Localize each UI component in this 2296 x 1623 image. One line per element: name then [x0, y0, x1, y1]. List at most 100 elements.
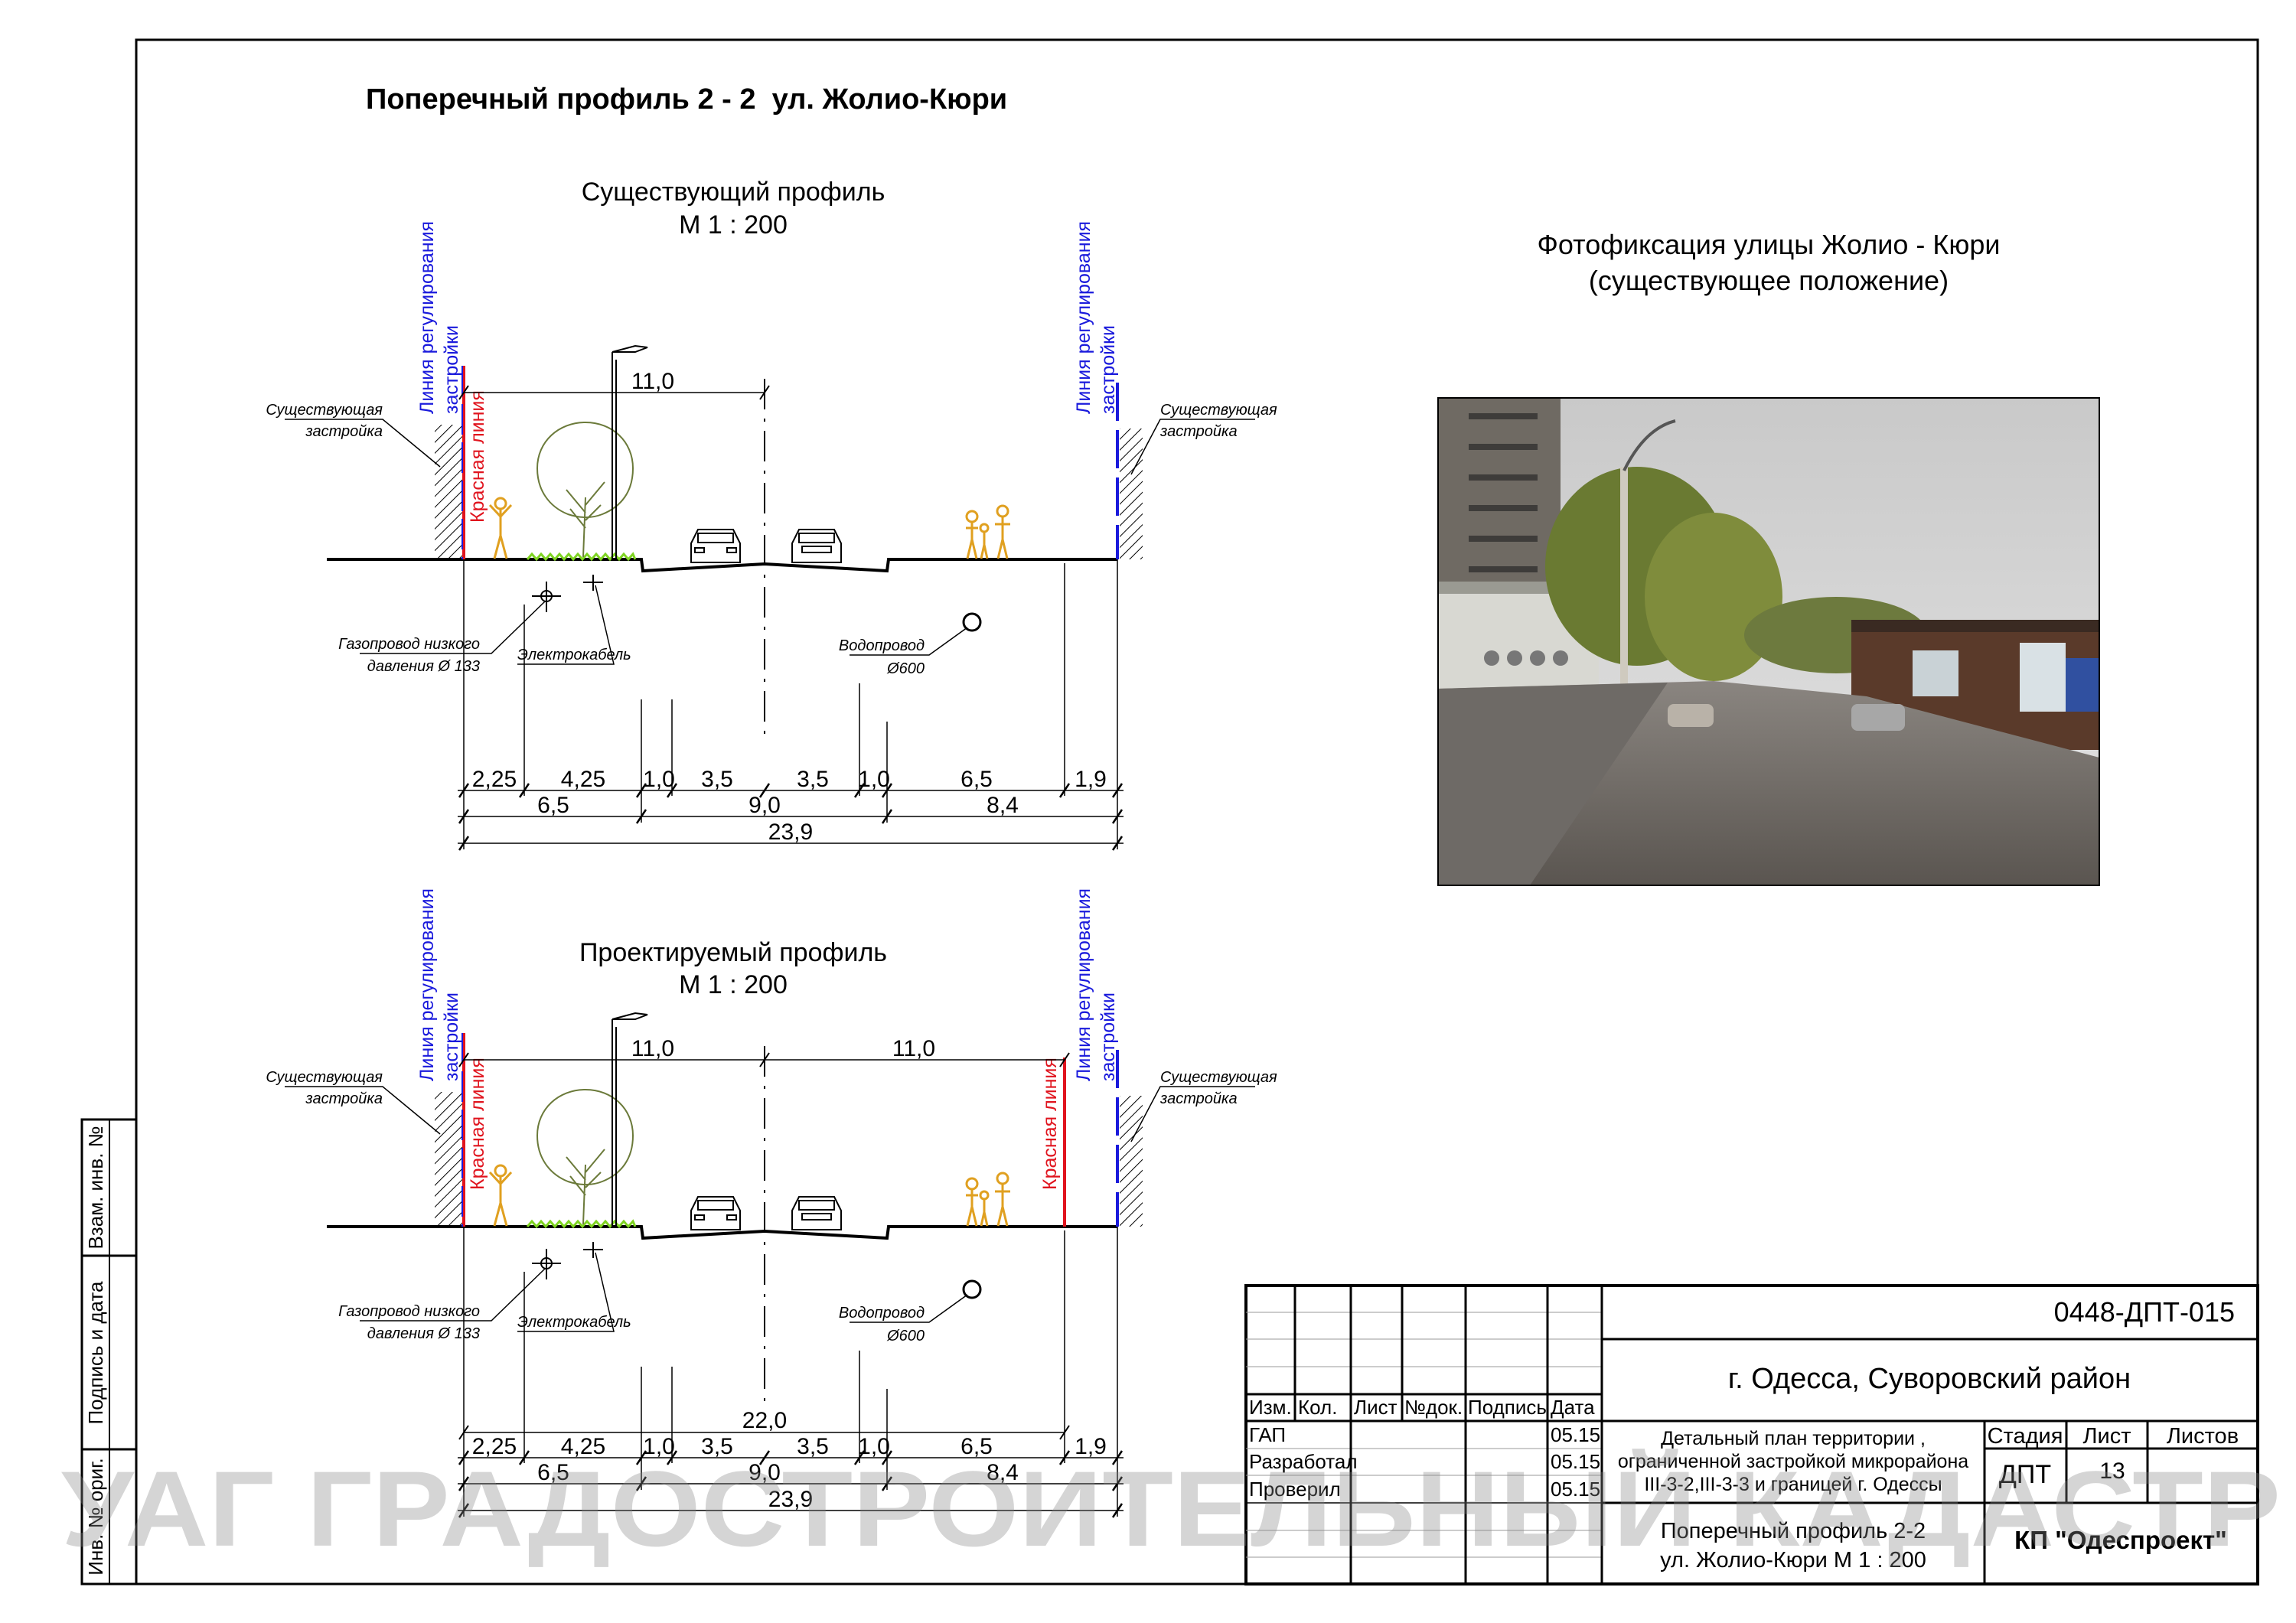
dimension-chains [458, 1450, 1124, 1518]
existing-building-right [1120, 1096, 1143, 1227]
tb-code: 0448-ДПТ-015 [2054, 1296, 2235, 1328]
dimension-tick [1111, 1450, 1124, 1465]
dimension-tick [458, 1503, 470, 1518]
car-icon-right [791, 529, 842, 563]
dimension-tick [518, 1450, 530, 1465]
tb-city: г. Одесса, Суворовский район [1728, 1363, 2131, 1395]
dim-row2-2: 8,4 [987, 1460, 1019, 1485]
tb-date-checker: 05.15 [1551, 1478, 1600, 1501]
existing-building-left [435, 425, 462, 559]
dimension-tick [758, 783, 771, 798]
dimension-tick [1111, 1476, 1124, 1491]
proposed-profile: Существующая застройка Существующая заст… [266, 888, 1277, 1518]
street-lamp-icon [612, 344, 648, 559]
dim-row1-2: 1,0 [643, 1434, 675, 1459]
dimension-tick [666, 783, 678, 798]
car-icon-right [791, 1196, 842, 1230]
dimension-tick [881, 783, 893, 798]
street-photo [1437, 397, 2100, 886]
existing-building-left [435, 1092, 462, 1227]
dim-row1-0: 2,25 [472, 1434, 517, 1459]
dimension-tick [1111, 783, 1124, 798]
tb-date-gap: 05.15 [1551, 1423, 1600, 1446]
dimension-tick [1058, 1450, 1071, 1465]
street-lamp-icon [612, 1012, 648, 1227]
dimension-tick [635, 1476, 647, 1491]
regulation-line-label-right-2: застройки [1097, 325, 1119, 414]
existing-building-label-left: Существующая [266, 402, 383, 419]
water-pipe-label: Водопровод [839, 1305, 925, 1322]
dim-total: 23,9 [768, 1487, 813, 1512]
dim-row1-4: 3,5 [797, 1434, 829, 1459]
stamp-replacement-label: Взам. инв. № [84, 1126, 107, 1249]
dimension-tick [881, 1476, 893, 1491]
dim-row1-5: 1,0 [858, 1434, 890, 1459]
dimension-tick [1111, 809, 1124, 824]
dimension-tick [518, 783, 530, 798]
tb-stage: ДПТ [1999, 1460, 2051, 1489]
tb-project-2: ограниченной застройкой микрорайона [1618, 1451, 1968, 1472]
red-line-label-left: Красная линия [467, 1058, 488, 1190]
watermark: УАГ ГРАДОСТРОИТЕЛЬНЫЙ КАДАСТР [61, 1449, 2281, 1569]
grass-strip [526, 1219, 637, 1229]
existing-building-label-left: Существующая [266, 1069, 383, 1086]
electric-cable-label: Электрокабель [517, 647, 631, 663]
tb-header-list: Лист [1354, 1396, 1397, 1419]
photo-caption: Фотофиксация улицы Жолио - Кюри [1538, 229, 2001, 260]
regulation-line-label-left-2: застройки [441, 992, 462, 1081]
electric-cable-label: Электрокабель [517, 1314, 631, 1331]
dim-row1-7: 1,9 [1075, 767, 1107, 792]
tb-date-developer: 05.15 [1551, 1450, 1600, 1473]
dimension-tick [635, 809, 647, 824]
dim-row1-6: 6,5 [960, 1434, 993, 1459]
dim-row1-2: 1,0 [643, 767, 675, 792]
tb-role-developer: Разработал [1249, 1450, 1358, 1473]
water-pipe-label-2: Ø600 [886, 1328, 925, 1344]
water-pipe-label: Водопровод [839, 637, 925, 654]
existing-profile-title: Существующий профиль [582, 178, 885, 207]
dim-row1-4: 3,5 [797, 767, 829, 792]
tb-sheets-label: Листов [2167, 1424, 2239, 1449]
gas-pipe-label: Газопровод низкого [338, 1303, 480, 1320]
pedestrian-icon-left [488, 1164, 513, 1227]
dim-row1-1: 4,25 [561, 767, 605, 792]
existing-profile: Существующая застройка Существующая заст… [266, 221, 1277, 851]
tb-sheet-name-2: ул. Жолио-Кюри М 1 : 200 [1660, 1548, 1926, 1572]
dim-top-left: 11,0 [631, 369, 674, 394]
dimension-tick [1058, 783, 1071, 798]
regulation-line-label-right-2: застройки [1097, 992, 1119, 1081]
tb-project-1: Детальный план территории , [1661, 1428, 1926, 1449]
watermark-text: УАГ ГРАДОСТРОИТЕЛЬНЫЙ КАДАСТР [61, 1449, 2281, 1569]
dim-row2-0: 6,5 [537, 1460, 569, 1485]
dimension-tick [635, 1450, 647, 1465]
pedestrian-icon-left [488, 497, 513, 559]
dimension-chains [458, 783, 1124, 851]
water-pipe-icon [962, 1279, 982, 1299]
water-pipe-label-2: Ø600 [886, 660, 925, 677]
dimension-tick [881, 809, 893, 824]
red-line-label-left: Красная линия [467, 390, 488, 523]
tb-role-checker: Проверил [1249, 1478, 1341, 1501]
dim-row2-0: 6,5 [537, 793, 569, 818]
dimension-tick [853, 783, 866, 798]
car-icon-left [690, 1196, 741, 1230]
dim-row1-1: 4,25 [561, 1434, 605, 1459]
car-icon-left [690, 529, 741, 563]
gas-pipe-icon [532, 582, 561, 612]
proposed-profile-scale: М 1 : 200 [679, 970, 788, 999]
tb-header-izm: Изм. [1249, 1396, 1292, 1419]
dim-top-right: 11,0 [892, 1036, 935, 1061]
dimension-tick [666, 1450, 678, 1465]
stamp-signature-label: Подпись и дата [84, 1281, 107, 1425]
dimension-tick [458, 1450, 470, 1465]
gas-pipe-label-2: давления Ø 133 [367, 1325, 480, 1342]
tb-role-gap: ГАП [1249, 1423, 1286, 1446]
dim-row1-7: 1,9 [1075, 1434, 1107, 1459]
dim-row1-6: 6,5 [960, 767, 993, 792]
dim-row2-1: 9,0 [748, 1460, 781, 1485]
dim-total: 23,9 [768, 820, 813, 845]
tb-company: КП "Одеспроект" [2014, 1526, 2227, 1554]
tb-header-date: Дата [1551, 1396, 1595, 1419]
red-line-label-right: Красная линия [1039, 1058, 1061, 1190]
gas-pipe-label-2: давления Ø 133 [367, 658, 480, 675]
